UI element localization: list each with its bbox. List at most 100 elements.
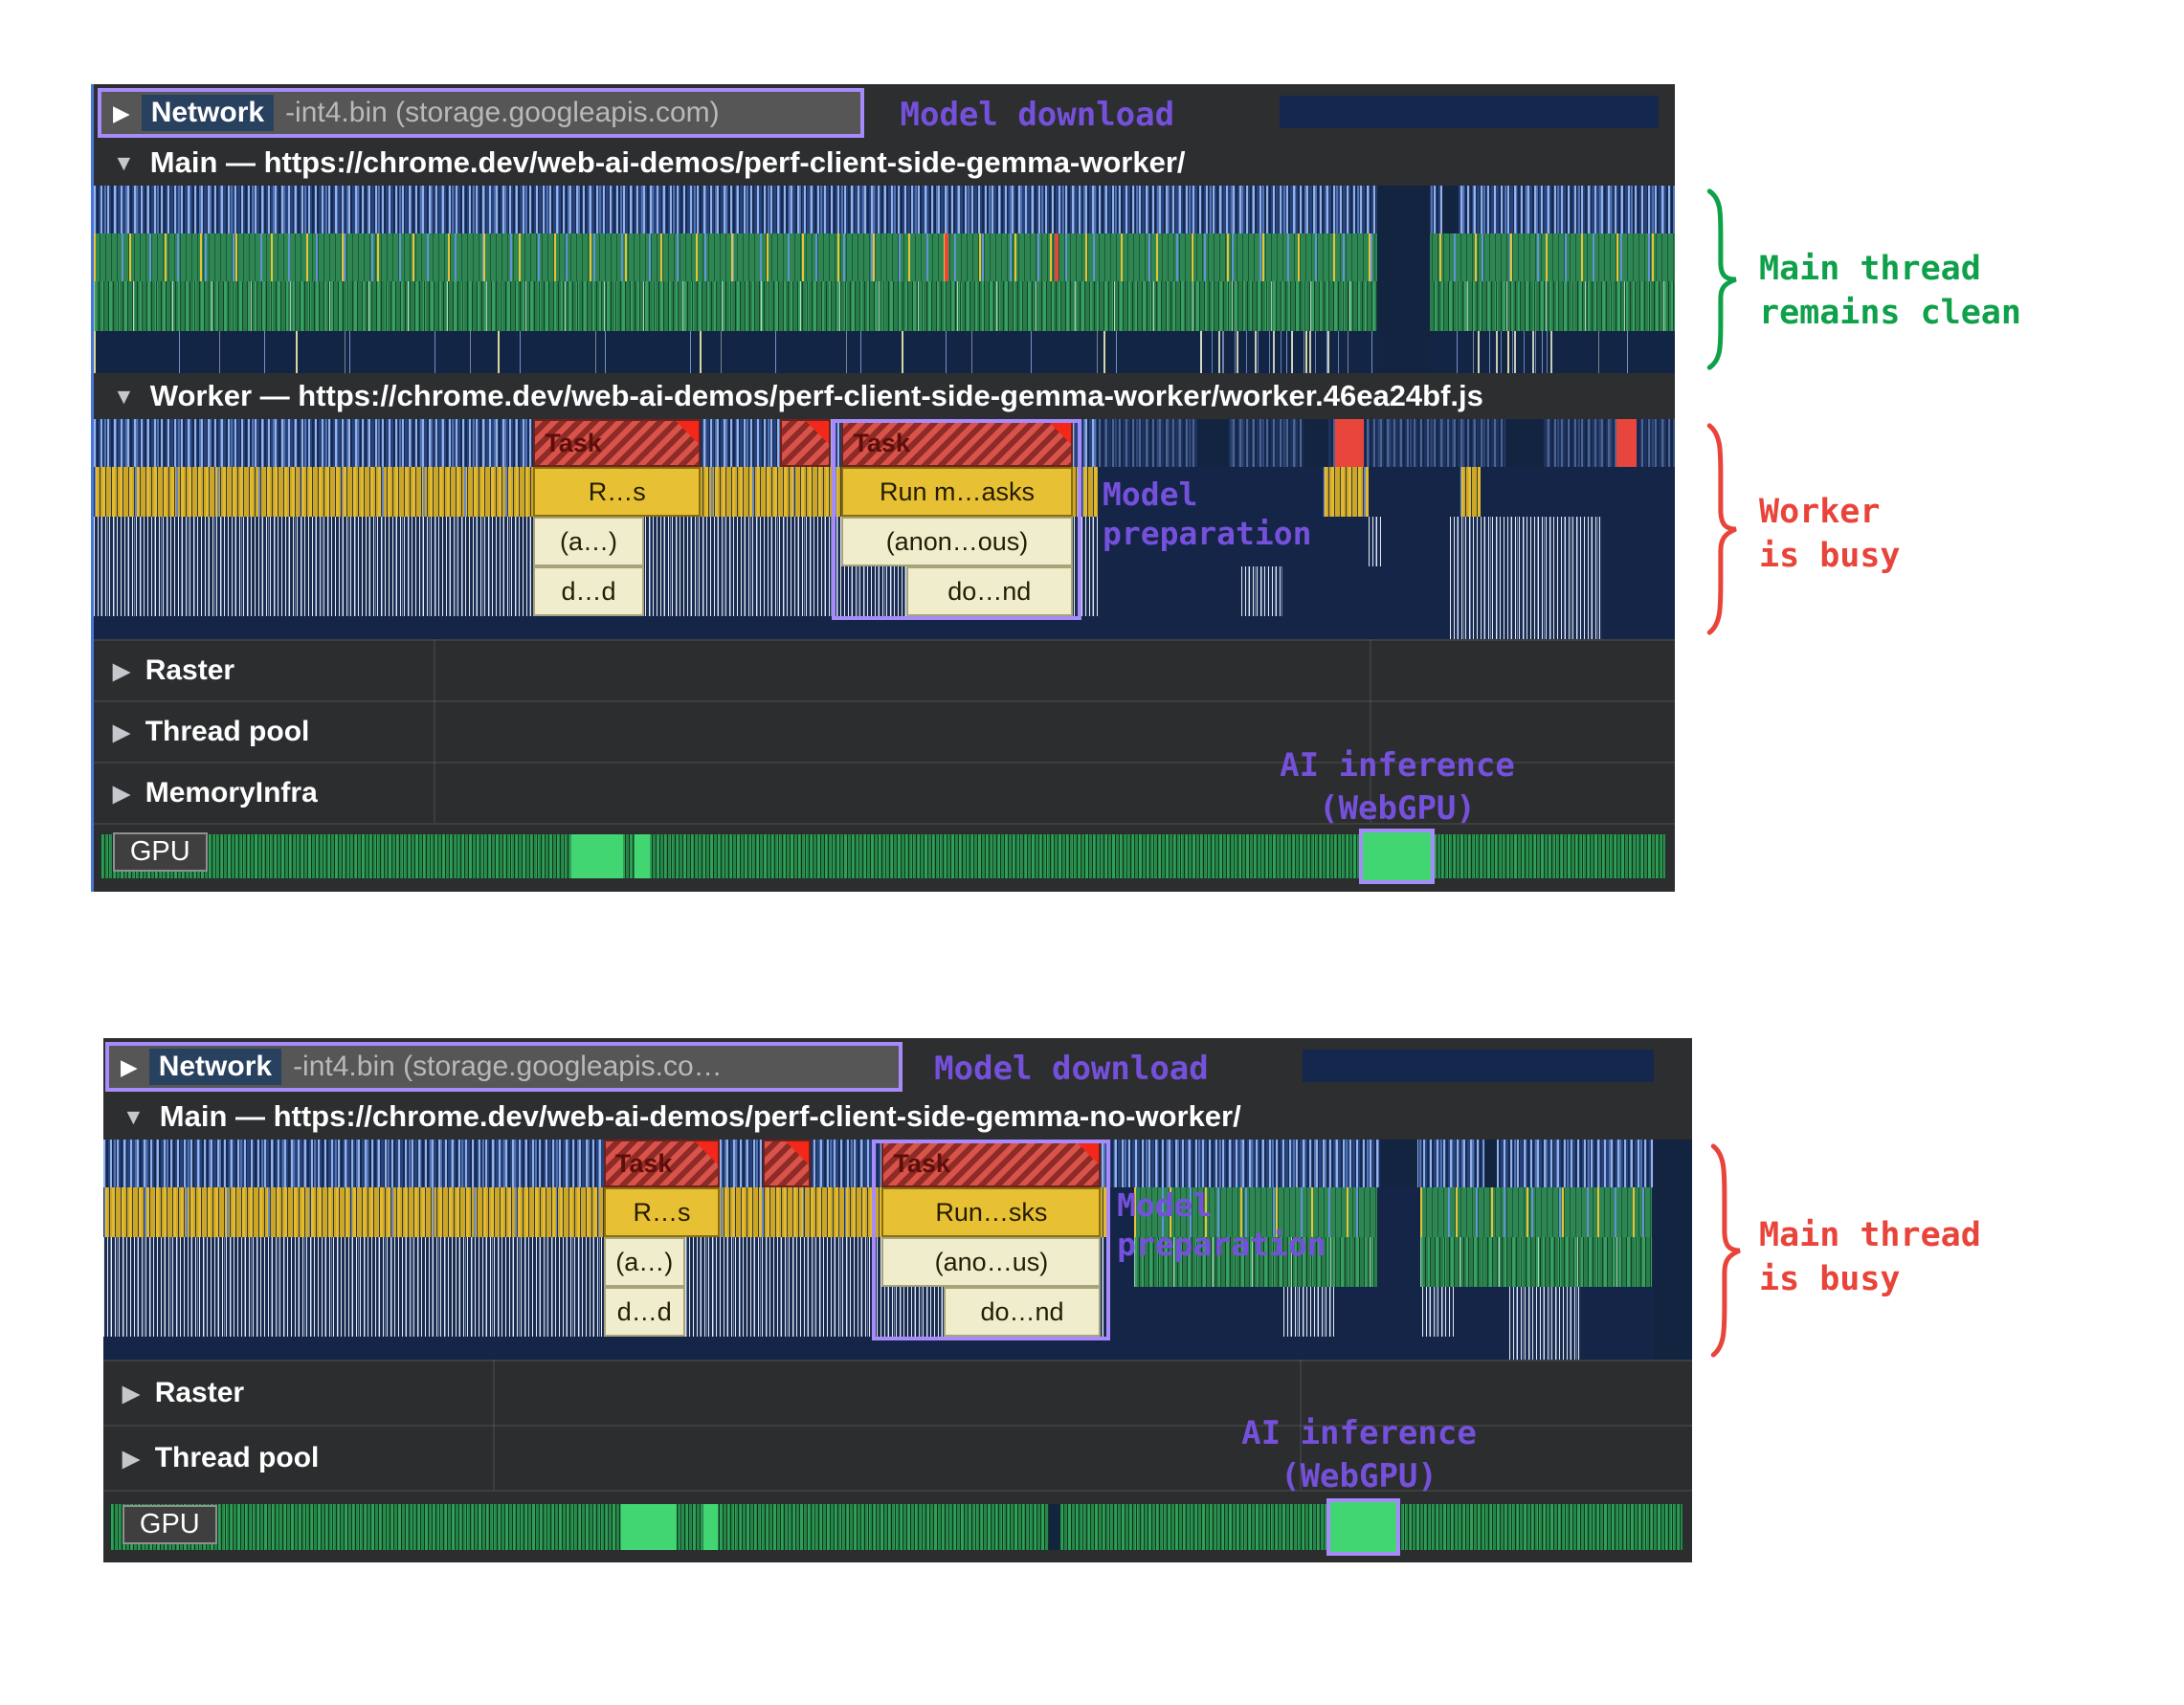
network-request-highlight[interactable]: ▶ Network -int4.bin (storage.googleapis.… [98, 88, 865, 138]
network-expand-icon[interactable]: ▶ [121, 1053, 138, 1079]
network-track[interactable]: ▶ Network -int4.bin (storage.googleapis.… [94, 84, 1675, 140]
raster-label: Raster [154, 1377, 245, 1408]
flame-row[interactable] [94, 331, 1675, 373]
expand-icon[interactable]: ▶ [123, 1380, 140, 1406]
annotation-ai-inference: AI inference (WebGPU) [1241, 1414, 1477, 1495]
activity-cluster[interactable] [1477, 331, 1557, 373]
task-title: Task [614, 1148, 673, 1178]
gpu-inference-highlight [1326, 1498, 1400, 1556]
network-request-bar[interactable] [1303, 1050, 1655, 1082]
sparse-wash [1098, 419, 1675, 467]
devtools-performance-panel-no-worker: ▶ Network -int4.bin (storage.googleapis.… [103, 1038, 1692, 1562]
main-track-title: Main — https://chrome.dev/web-ai-demos/p… [149, 145, 1186, 179]
task-bound[interactable]: do…nd [905, 566, 1073, 616]
idle-gap [1442, 186, 1459, 233]
expand-icon[interactable]: ▶ [113, 719, 130, 744]
raster-track[interactable]: ▶ Raster [103, 1360, 1692, 1425]
idle-gap [1483, 1140, 1497, 1187]
grid-line [1370, 639, 1372, 823]
long-task-block[interactable]: Task R…s (a…) d…d [603, 1140, 721, 1337]
main-track-header[interactable]: ▼ Main — https://chrome.dev/web-ai-demos… [103, 1094, 1692, 1140]
worker-track-header[interactable]: ▼ Worker — https://chrome.dev/web-ai-dem… [94, 373, 1675, 419]
gpu-track-label: GPU [112, 832, 208, 872]
collapse-icon[interactable]: ▼ [113, 149, 135, 175]
gpu-bright-block[interactable] [570, 834, 624, 878]
memory-infra-track[interactable]: ▶ MemoryInfra [94, 762, 1675, 823]
idle-gap [1377, 186, 1430, 373]
gpu-track[interactable]: GPU [94, 823, 1675, 886]
raster-track[interactable]: ▶ Raster [94, 639, 1675, 700]
long-task-block[interactable]: Task R…s (a…) d…d [533, 419, 702, 616]
main-track-header[interactable]: ▼ Main — https://chrome.dev/web-ai-demos… [94, 140, 1675, 186]
gpu-track[interactable]: GPU [103, 1490, 1692, 1559]
long-task-block-highlighted[interactable]: Task Run m…asks (anon…ous) do…nd [841, 419, 1073, 616]
task-fn[interactable]: Run m…asks [841, 467, 1073, 517]
network-request-highlight[interactable]: ▶ Network -int4.bin (storage.googleapis.… [105, 1042, 903, 1092]
network-request-name: -int4.bin (storage.googleapis.com) [285, 97, 720, 128]
annotation-main-thread-clean: Main thread remains clean [1759, 250, 2021, 333]
grid-line [1299, 1360, 1302, 1490]
network-expand-icon[interactable]: ▶ [113, 100, 130, 125]
task-anon[interactable]: (ano…us) [881, 1237, 1102, 1287]
brace-main-clean [1705, 186, 1740, 373]
task-anon[interactable]: (a…) [603, 1237, 685, 1287]
task-title: Task [545, 428, 602, 457]
thread-pool-label: Thread pool [145, 716, 310, 747]
long-task-marker[interactable] [944, 233, 948, 281]
main-track-title: Main — https://chrome.dev/web-ai-demos/p… [159, 1099, 1241, 1133]
annotation-model-download: Model download [900, 96, 1175, 134]
brace-main-busy [1709, 1140, 1744, 1362]
activity-cluster[interactable] [1450, 517, 1602, 639]
long-task-marker[interactable] [1616, 419, 1638, 467]
gpu-bright-block[interactable] [703, 1504, 719, 1550]
long-task-block-highlighted[interactable]: Task Run…sks (ano…us) do…nd [881, 1140, 1102, 1337]
task-bound[interactable]: do…nd [943, 1287, 1102, 1337]
grid-line [492, 1360, 495, 1490]
long-task-marker[interactable] [1055, 233, 1059, 281]
long-task-marker[interactable] [1334, 419, 1364, 467]
task-bound[interactable]: d…d [603, 1287, 685, 1337]
task-fn[interactable]: R…s [603, 1187, 721, 1237]
task-fn[interactable]: Run…sks [881, 1187, 1102, 1237]
idle-gap [1304, 419, 1329, 467]
long-task-stub[interactable] [779, 419, 831, 467]
task-fn[interactable]: R…s [533, 467, 702, 517]
worker-flame-chart[interactable]: Task R…s (a…) d…d Task Run m…asks (anon…… [94, 419, 1675, 639]
task-anon[interactable]: (a…) [533, 517, 644, 566]
idle-gap [1197, 419, 1230, 467]
expand-icon[interactable]: ▶ [113, 780, 130, 806]
main-flame-chart[interactable]: Task R…s (a…) d…d Task Run…sks (ano…us) … [103, 1140, 1692, 1360]
devtools-performance-panel-worker: ▶ Network -int4.bin (storage.googleapis.… [91, 84, 1675, 892]
idle-gap [1505, 419, 1544, 467]
memory-infra-label: MemoryInfra [145, 777, 318, 808]
annotation-worker-busy: Worker is busy [1759, 493, 1901, 576]
collapse-icon[interactable]: ▼ [113, 383, 135, 409]
thread-pool-label: Thread pool [154, 1442, 320, 1473]
flame-row[interactable] [94, 233, 1675, 281]
flame-row[interactable] [94, 186, 1675, 233]
gpu-bright-block[interactable] [621, 1504, 678, 1550]
raster-label: Raster [145, 654, 235, 686]
activity-cluster[interactable] [1200, 331, 1344, 373]
thread-pool-track[interactable]: ▶ Thread pool [103, 1425, 1692, 1490]
gpu-inference-highlight [1358, 829, 1435, 884]
annotation-model-preparation: Model preparation [1102, 476, 1312, 553]
network-request-bar[interactable] [1280, 96, 1660, 128]
collapse-icon[interactable]: ▼ [123, 1103, 145, 1129]
expand-icon[interactable]: ▶ [123, 1445, 140, 1471]
gpu-activity-strip[interactable] [109, 1504, 1683, 1550]
annotation-main-thread-busy: Main thread is busy [1759, 1216, 1981, 1299]
idle-gap [1654, 1140, 1692, 1360]
network-track[interactable]: ▶ Network -int4.bin (storage.googleapis.… [103, 1038, 1692, 1094]
expand-icon[interactable]: ▶ [113, 657, 130, 683]
long-task-stub[interactable] [762, 1140, 811, 1187]
flame-row[interactable] [94, 281, 1675, 331]
flame-row [94, 616, 1675, 639]
network-track-label[interactable]: Network [148, 1049, 282, 1085]
main-flame-chart[interactable] [94, 186, 1675, 373]
gpu-bright-block[interactable] [634, 834, 651, 878]
thread-pool-track[interactable]: ▶ Thread pool [94, 700, 1675, 762]
task-bound[interactable]: d…d [533, 566, 644, 616]
task-anon[interactable]: (anon…ous) [841, 517, 1073, 566]
network-track-label[interactable]: Network [141, 95, 275, 131]
